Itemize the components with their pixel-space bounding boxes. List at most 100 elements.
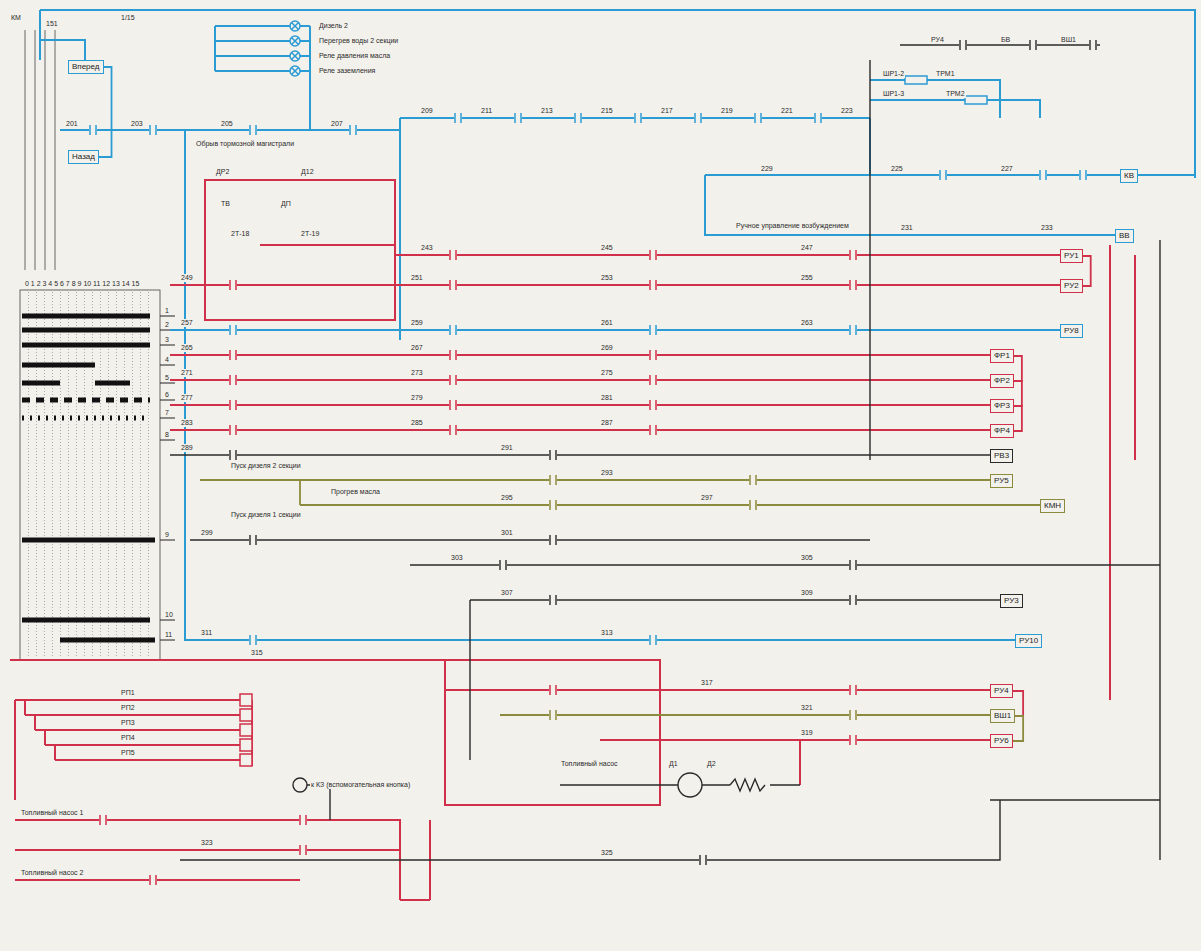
wire-segment [449,280,457,290]
wire-label: 203 [130,120,144,128]
wire-label: 151 [45,20,59,28]
contact-symbol [549,475,857,720]
wire-label: 2Т-19 [300,230,320,238]
controller-columns [20,30,160,660]
wire-segment [240,709,252,721]
relay-coil: РУ5 [990,474,1013,488]
wire-label: 1/15 [120,14,136,22]
wire-segment [149,125,157,135]
wire-connector [99,67,112,157]
wire-segment [299,815,307,825]
coil-label: РУ3 [1004,596,1019,606]
wire-segment [549,685,557,695]
wire-segment [260,244,395,246]
wire-segment [39,10,41,60]
wire-label: 263 [800,319,814,327]
wire-connector [1014,406,1022,431]
coil-label: КМН [1044,501,1061,511]
wire-segment [15,700,252,800]
wire-label: Топливный насос [560,760,619,768]
relay-coil: КМН [1040,499,1065,513]
wire-label: РП2 [120,704,136,712]
wire-segment [634,113,642,123]
wire-segment [869,60,870,460]
wire-segment [900,44,1100,45]
wire-connector [1014,356,1022,381]
wire-segment [499,560,507,570]
relay-coil: Назад [68,150,99,164]
coil-label: Вперед [72,62,100,72]
wire-label: ВШ1 [1060,36,1077,44]
wire-segment [678,773,702,797]
wire-segment [292,68,299,75]
wire-segment [449,350,457,360]
motor-symbol [293,773,702,797]
wire-segment [649,425,657,435]
wire-segment [292,38,299,45]
wire-label: ТРМ1 [935,70,956,78]
wire-label: ТВ [220,200,231,208]
wire-label: 301 [500,529,514,537]
wire-segment [229,450,237,460]
wire-segment [160,316,175,640]
wire-segment [849,325,857,335]
wire-label: к КЗ (вспомогательная кнопка) [310,781,411,789]
relay-coil: РУ2 [1060,279,1083,293]
wire-segment [293,778,307,792]
wire-segment [149,875,157,885]
relay-coil: РВ3 [990,449,1013,463]
wire-label: 211 [480,107,493,115]
wire-label: Топливный насос 1 [20,809,84,817]
wire-label: 247 [800,244,814,252]
wire-segment [730,779,765,791]
wire-segment [449,425,457,435]
wire-label: Прогрев масла [330,488,381,496]
wire-label: Д1 [668,760,679,768]
wire-label: 215 [600,107,614,115]
wire-segment [445,689,990,691]
wire-segment [514,113,522,123]
wire-segment [849,280,857,290]
wire-label: 275 [600,369,614,377]
wire-label: 205 [220,120,234,128]
coil-label: ФР1 [994,351,1010,361]
wire-label: Реле заземления [318,67,376,75]
wire-segment [600,739,990,741]
wire-label: 251 [410,274,424,282]
wire-segment [22,316,155,640]
relay-coil: РУ3 [1000,594,1023,608]
wire-segment [205,180,395,320]
wire-segment [749,500,757,510]
wire-segment [694,113,702,123]
relay-coil: РУ8 [1060,324,1083,338]
contact-symbol [89,113,1087,645]
wire-label: 217 [660,107,674,115]
wire-label: 305 [800,554,814,562]
wire-label: 231 [900,224,914,232]
wire-label: 311 [200,629,213,637]
wire-segment [849,560,857,570]
coil-label: ФР2 [994,376,1010,386]
wire-label: РП4 [120,734,136,742]
relay-coil: РУ1 [1060,249,1083,263]
wire-label: 317 [700,679,714,687]
wire-label: 209 [420,107,434,115]
wire-segment [939,170,947,180]
wire-segment [500,714,990,716]
wire-segment [240,754,252,766]
wire-segment [170,284,1060,286]
wire-segment [449,250,457,260]
wire-label: 2 [164,321,170,329]
coil-label: РУ10 [1019,636,1038,646]
wire-label: 225 [890,165,904,173]
wire-segment [649,250,657,260]
wire-segment [849,250,857,260]
wire-segment [870,118,1195,175]
wire-label: ТРМ2 [945,90,966,98]
wire-label: 291 [500,444,514,452]
coil-label: РУ6 [994,736,1009,746]
wire-label: Д12 [300,168,315,176]
wire-segment [240,739,252,751]
wire-segment [549,450,557,460]
wire-segment [399,118,401,340]
